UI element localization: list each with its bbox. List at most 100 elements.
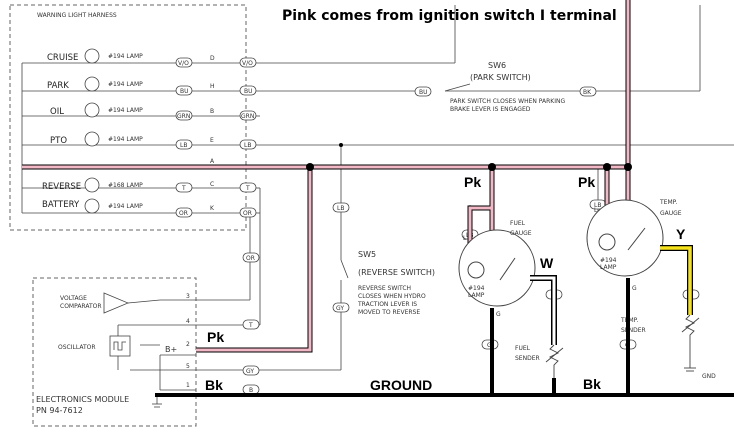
voltage-label-2: COMPARATOR bbox=[60, 303, 102, 310]
wire-tag: T bbox=[181, 185, 186, 192]
reverse-switch: SW5 (REVERSE SWITCH) REVERSE SWITCH CLOS… bbox=[332, 202, 435, 316]
ground-label: GROUND bbox=[370, 377, 432, 393]
sw6-right-wire: BK bbox=[583, 89, 592, 96]
fuel-sender bbox=[545, 344, 564, 378]
pin-letter: C bbox=[210, 181, 214, 188]
sw6-note1: PARK SWITCH CLOSES WHEN PARKING bbox=[450, 98, 565, 105]
sw5-desc: (REVERSE SWITCH) bbox=[358, 268, 435, 277]
temp-gauge-label-2: GAUGE bbox=[660, 210, 682, 217]
harness-box bbox=[9, 4, 247, 231]
temp-l: L bbox=[594, 207, 598, 214]
wire-tag: LB bbox=[594, 202, 601, 209]
fuel-lamp-1: #194 bbox=[468, 285, 485, 292]
cruise-label: CRUISE bbox=[47, 53, 78, 63]
sw5-name: SW5 bbox=[358, 250, 376, 259]
battery-lamp: #194 LAMP bbox=[108, 203, 143, 210]
pk-temp-label: Pk bbox=[578, 174, 595, 190]
harness-title: WARNING LIGHT HARNESS bbox=[37, 12, 117, 19]
module-title-2: PN 94-7612 bbox=[36, 406, 83, 415]
wire-tag: G bbox=[487, 342, 492, 349]
sw6-note2: BRAKE LEVER IS ENGAGED bbox=[450, 106, 531, 113]
wire-tag: T bbox=[245, 185, 250, 192]
wire-tag: BU bbox=[180, 88, 189, 95]
sw5-note-4: MOVED TO REVERSE bbox=[358, 309, 420, 316]
harness-rows: CRUISE PARK OIL PTO REVERSE BATTERY #194… bbox=[42, 48, 257, 218]
fuel-g: G bbox=[496, 311, 501, 318]
oscillator-label: OSCILLATOR bbox=[58, 344, 96, 351]
module-box bbox=[32, 277, 197, 427]
sw5-note-2: CLOSES WHEN HYDRO bbox=[358, 293, 426, 300]
fuel-lamp-2: LAMP bbox=[468, 292, 485, 299]
y-label: Y bbox=[676, 226, 686, 242]
fuel-l: L bbox=[463, 235, 467, 242]
w-label: W bbox=[540, 255, 554, 271]
pin-letter: H bbox=[210, 83, 215, 90]
park-label: PARK bbox=[47, 81, 69, 91]
sw6-desc: (PARK SWITCH) bbox=[470, 73, 531, 82]
pin-number: 2 bbox=[186, 341, 190, 348]
pin-number: 1 bbox=[186, 382, 190, 389]
temp-sender bbox=[681, 314, 700, 372]
oil-lamp: #194 LAMP bbox=[108, 107, 143, 114]
sw5-note-3: TRACTION LEVER IS bbox=[357, 301, 417, 308]
temp-sender-label-2: SENDER bbox=[621, 327, 646, 334]
electronics-module: VOLTAGE COMPARATOR OSCILLATOR ELECTRONIC… bbox=[36, 292, 190, 415]
bplus-label: B+ bbox=[165, 345, 177, 354]
pk-module-label: Pk bbox=[207, 329, 224, 345]
lamp-icon bbox=[84, 76, 100, 92]
cruise-lamp: #194 LAMP bbox=[108, 53, 143, 60]
pin-number: 5 bbox=[186, 363, 190, 370]
module-title-1: ELECTRONICS MODULE bbox=[36, 395, 129, 404]
fuel-sender-label-1: FUEL bbox=[515, 345, 531, 352]
wire-tag: OR bbox=[243, 210, 252, 217]
pk-fuel-label: Pk bbox=[464, 174, 481, 190]
reverse-label: REVERSE bbox=[42, 182, 81, 192]
battery-label: BATTERY bbox=[42, 200, 80, 210]
lamp-icon bbox=[84, 177, 100, 193]
wire-tag: GRN bbox=[241, 113, 254, 120]
wire-tag: V/O bbox=[178, 60, 189, 67]
pin-letter: E bbox=[210, 137, 214, 144]
lamp-icon bbox=[84, 131, 100, 147]
wire-tag: B bbox=[249, 387, 253, 394]
pin-number: 4 bbox=[186, 318, 190, 325]
fuel-gauge: FUEL GAUGE #194 LAMP G L bbox=[458, 220, 536, 318]
lamp-icon bbox=[84, 102, 100, 118]
lamp-icon bbox=[84, 198, 100, 214]
title-text: Pink comes from ignition switch I termin… bbox=[282, 8, 617, 24]
wire-tag: OR bbox=[179, 210, 188, 217]
temp-g: G bbox=[632, 285, 637, 292]
bk-left-label: Bk bbox=[205, 377, 223, 393]
wire-tag: LB bbox=[180, 142, 187, 149]
wire-tag: GRN bbox=[177, 113, 190, 120]
pin-letter: B bbox=[210, 108, 214, 115]
wire-tag: OR bbox=[246, 255, 255, 262]
wire-tag: GY bbox=[246, 368, 254, 375]
fuel-gauge-label-2: GAUGE bbox=[510, 230, 532, 237]
pto-label: PTO bbox=[50, 136, 67, 146]
pin-number: 3 bbox=[186, 293, 190, 300]
reverse-lamp: #168 LAMP bbox=[108, 182, 143, 189]
wire-tag: T bbox=[248, 322, 253, 329]
temp-gauge: TEMP. GAUGE #194 LAMP G L bbox=[586, 199, 682, 292]
sw5-note-1: REVERSE SWITCH bbox=[358, 285, 411, 292]
temp-gauge-label-1: TEMP. bbox=[659, 199, 677, 206]
pin-letter: A bbox=[210, 158, 215, 165]
sw6-left-wire: BU bbox=[419, 89, 428, 96]
wire-tag: LB bbox=[244, 142, 251, 149]
pto-lamp: #194 LAMP bbox=[108, 136, 143, 143]
lamp-icon bbox=[84, 48, 100, 64]
fuel-gauge-label-1: FUEL bbox=[510, 220, 526, 227]
sw6-name: SW6 bbox=[488, 61, 506, 70]
bk-right-label: Bk bbox=[583, 376, 601, 392]
temp-lamp-1: #194 bbox=[600, 257, 617, 264]
wire-tag: BU bbox=[244, 88, 253, 95]
gnd-label: GND bbox=[702, 373, 716, 380]
oil-label: OIL bbox=[50, 107, 64, 117]
sw5-wire-top: LB bbox=[337, 205, 344, 212]
fuel-sender-label-2: SENDER bbox=[515, 355, 540, 362]
pin-letter: K bbox=[210, 205, 215, 212]
park-switch: SW6 (PARK SWITCH) PARK SWITCH CLOSES WHE… bbox=[414, 61, 597, 113]
temp-lamp-2: LAMP bbox=[600, 264, 617, 271]
